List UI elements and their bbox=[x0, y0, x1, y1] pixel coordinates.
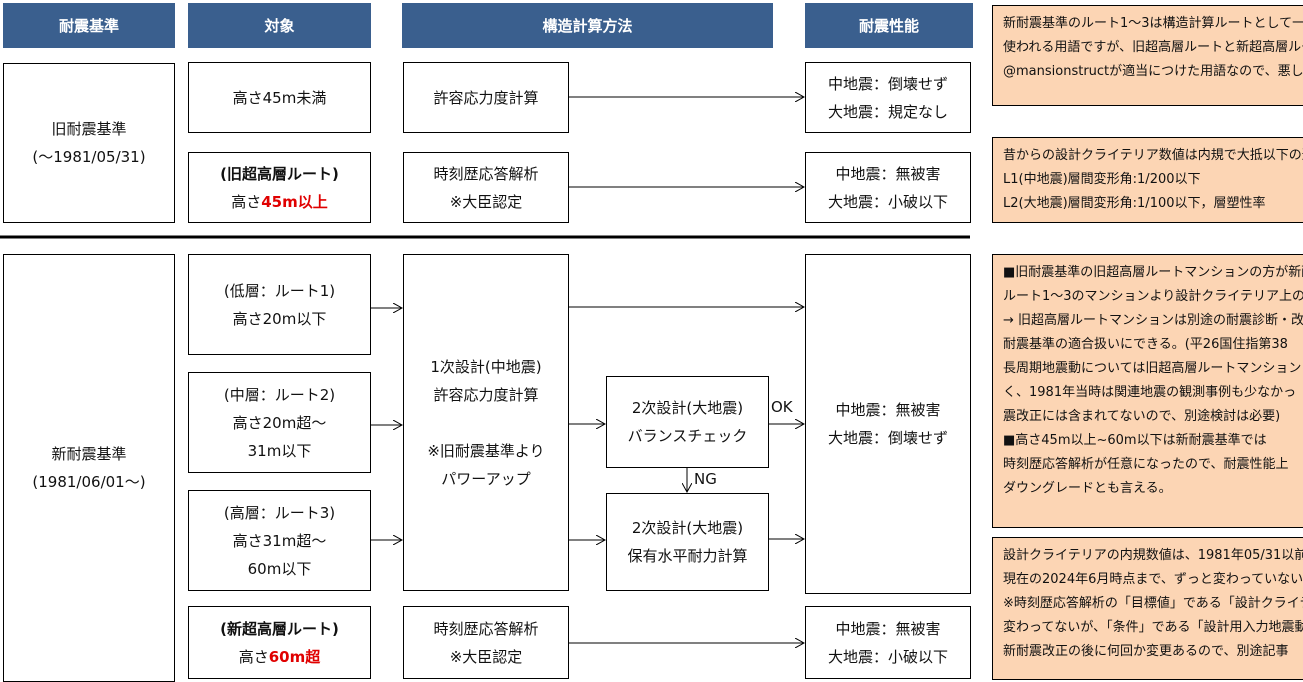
note-line: L1(中地震)層間変形角:1/200以下 bbox=[1003, 172, 1201, 187]
label: ※大臣認定 bbox=[449, 192, 523, 211]
new-perf: 中地震：無被害大地震：倒壊せず bbox=[805, 254, 971, 594]
new-method-primary: 1次設計(中地震) 許容応力度計算 ※旧耐震基準よりパワーアップ bbox=[403, 254, 569, 591]
label: 高さ bbox=[231, 192, 262, 211]
header-target: 対象 bbox=[188, 3, 371, 48]
header-standard: 耐震基準 bbox=[3, 3, 175, 48]
note-line: く、1981年当時は関連地震の観測事例も少なかっ bbox=[1003, 385, 1297, 400]
label: 旧耐震基準 bbox=[51, 120, 127, 138]
new-target-route3: (高層：ルート3) 高さ31m超～ 60m以下 bbox=[188, 490, 371, 591]
label: 高さ bbox=[238, 647, 269, 666]
label: (～1981/05/31) bbox=[32, 148, 146, 166]
old-target-2: (旧超高層ルート) 高さ45m以上 bbox=[188, 152, 371, 223]
label: 高さ31m超～ bbox=[232, 531, 327, 550]
old-perf-2: 中地震：無被害大地震：小破以下 bbox=[805, 152, 971, 223]
new-perf-super: 中地震：無被害大地震：小破以下 bbox=[805, 606, 971, 679]
label: 高さ45m未満 bbox=[232, 88, 327, 107]
label: 高さ20m以下 bbox=[232, 309, 327, 328]
label: 保有水平耐力計算 bbox=[627, 547, 748, 565]
label: 中地震：倒壊せず bbox=[827, 74, 948, 93]
label: (旧超高層ルート) bbox=[220, 164, 339, 183]
note-criteria: 昔からの設計クライテリア数値は内規で大抵以下の通り L1(中地震)層間変形角:1/… bbox=[992, 137, 1303, 223]
note-line: 現在の2024年6月時点まで、ずっと変わっていない bbox=[1003, 572, 1303, 587]
note-line: ※時刻歴応答解析の「目標値」である「設計クライテリア」は bbox=[1003, 596, 1303, 611]
label: 時刻歴応答解析 bbox=[433, 619, 539, 638]
old-standard-label: 旧耐震基準 (～1981/05/31) bbox=[3, 63, 175, 223]
note-line: 長周期地震動については旧超高層ルートマンションに限らず古 bbox=[1003, 361, 1303, 376]
label: (低層：ルート1) bbox=[223, 281, 336, 300]
header-method: 構造計算方法 bbox=[402, 3, 773, 48]
header-performance: 耐震性能 bbox=[805, 3, 973, 48]
ok-label: OK bbox=[771, 398, 793, 416]
label: バランスチェック bbox=[627, 427, 748, 445]
old-target-1: 高さ45m未満 bbox=[188, 62, 371, 133]
label: 60m超 bbox=[268, 647, 321, 666]
old-method-2: 時刻歴応答解析 ※大臣認定 bbox=[403, 152, 569, 223]
label: ※大臣認定 bbox=[449, 647, 523, 666]
label: パワーアップ bbox=[441, 469, 531, 488]
new-method-capacity: 2次設計(大地震) 保有水平耐力計算 bbox=[606, 493, 769, 591]
label: 2次設計(大地震) bbox=[631, 399, 744, 417]
note-line: 昔からの設計クライテリア数値は内規で大抵以下の通り bbox=[1003, 148, 1303, 163]
label: 中地震：無被害 bbox=[835, 401, 941, 419]
new-target-route2: (中層：ルート2) 高さ20m超～ 31m以下 bbox=[188, 372, 371, 473]
note-line: ルート1～3のマンションより設計クライテリア上の耐震性能は上 bbox=[1003, 289, 1303, 304]
note-line: ■高さ45m以上~60m以下は新耐震基準では bbox=[1003, 433, 1267, 448]
note-line: → 旧超高層ルートマンションは別途の耐震診断・改修なしで新 bbox=[1003, 313, 1303, 328]
label: 中地震：無被害 bbox=[835, 619, 941, 638]
label: 45m以上 bbox=[261, 192, 328, 211]
label: 大地震：規定なし bbox=[827, 102, 948, 121]
label: ※旧耐震基準より bbox=[427, 441, 545, 460]
label: 高さ20m超～ bbox=[232, 413, 327, 432]
old-perf-1: 中地震：倒壊せず大地震：規定なし bbox=[805, 62, 971, 133]
new-standard-label: 新耐震基準 (1981/06/01～) bbox=[3, 254, 175, 682]
label: 大地震：倒壊せず bbox=[827, 429, 948, 447]
label: 1次設計(中地震) bbox=[430, 357, 542, 376]
note-criteria-unchanged: 設計クライテリアの内規数値は、1981年05/31以前から現在の2024年6月時… bbox=[992, 537, 1303, 680]
note-line: 時刻歴応答解析が任意になったので、耐震性能上 bbox=[1003, 457, 1289, 472]
label: (中層：ルート2) bbox=[223, 385, 336, 404]
new-method-super: 時刻歴応答解析 ※大臣認定 bbox=[403, 606, 569, 679]
new-target-super: (新超高層ルート) 高さ60m超 bbox=[188, 606, 371, 679]
ng-label: NG bbox=[694, 470, 717, 488]
label: 大地震：小破以下 bbox=[827, 647, 948, 666]
note-line: 耐震基準の適合扱いにできる。(平26国住指第38 bbox=[1003, 337, 1288, 352]
label: 2次設計(大地震) bbox=[631, 519, 744, 537]
note-line: ダウングレードとも言える。 bbox=[1003, 481, 1172, 496]
note-route-terms: 新耐震基準のルート1～3は構造計算ルートとして一般的に使われる用語ですが、旧超高… bbox=[992, 5, 1303, 106]
new-target-route1: (低層：ルート1) 高さ20m以下 bbox=[188, 254, 371, 355]
note-comparison: ■旧耐震基準の旧超高層ルートマンションの方が新耐震基準のルート1～3のマンション… bbox=[992, 254, 1303, 528]
label: 許容応力度計算 bbox=[433, 88, 539, 107]
label: (高層：ルート3) bbox=[223, 503, 336, 522]
note-line: 震改正には含まれてないので、別途検討は必要) bbox=[1003, 409, 1281, 424]
label: 31m以下 bbox=[247, 441, 312, 460]
note-line: 変わってないが、「条件」である「設計用入力地震動」は bbox=[1003, 620, 1303, 635]
note-line: ■旧耐震基準の旧超高層ルートマンションの方が新耐震基準の bbox=[1003, 265, 1303, 280]
label: 新耐震基準 bbox=[51, 445, 127, 463]
label: 中地震：無被害 bbox=[835, 164, 941, 183]
label: (新超高層ルート) bbox=[220, 619, 339, 638]
note-line: 使われる用語ですが、旧超高層ルートと新超高層ルートは bbox=[1003, 40, 1303, 55]
new-method-balance: 2次設計(大地震) バランスチェック bbox=[606, 376, 769, 468]
label: 60m以下 bbox=[247, 559, 312, 578]
note-line: L2(大地震)層間変形角:1/100以下，層塑性率 bbox=[1003, 196, 1266, 211]
old-method-1: 許容応力度計算 bbox=[403, 62, 569, 133]
label: 大地震：小破以下 bbox=[827, 192, 948, 211]
label: 時刻歴応答解析 bbox=[433, 164, 539, 183]
note-line: 新耐震基準のルート1～3は構造計算ルートとして一般的に bbox=[1003, 16, 1303, 31]
label: (1981/06/01～) bbox=[32, 473, 146, 491]
note-line: 設計クライテリアの内規数値は、1981年05/31以前から bbox=[1003, 548, 1303, 563]
label: 許容応力度計算 bbox=[433, 385, 539, 404]
note-line: 新耐震改正の後に何回か変更あるので、別途記事 bbox=[1003, 644, 1289, 659]
note-line: @mansionstructが適当につけた用語なので、悪しからず bbox=[1003, 64, 1303, 79]
